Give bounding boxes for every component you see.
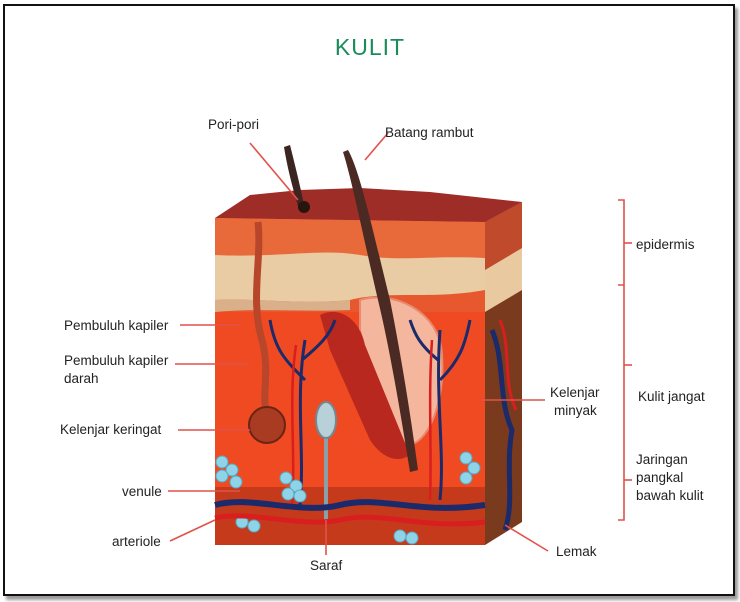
label-kulit-jangat: Kulit jangat — [638, 389, 705, 404]
label-jaringan-line3: bawah kulit — [636, 488, 704, 503]
sweat-duct — [253, 221, 270, 411]
label-saraf: Saraf — [310, 558, 343, 573]
label-pembuluh-kapiler-darah-line2: darah — [64, 371, 99, 386]
label-pembuluh-kapiler-darah-line1: Pembuluh kapiler — [64, 353, 169, 368]
label-kelenjar-minyak-line2: minyak — [554, 403, 597, 418]
pore-opening — [298, 201, 310, 213]
hair-shaft — [343, 150, 418, 472]
arteriole-vessel — [214, 513, 486, 527]
label-lemak: Lemak — [556, 544, 597, 559]
label-pori-pori: Pori-pori — [208, 117, 260, 132]
label-epidermis: epidermis — [636, 237, 695, 252]
sweat-gland-coil — [248, 406, 286, 444]
capillary-tree — [268, 319, 472, 506]
pore-hair — [284, 145, 304, 206]
layer-brackets — [618, 199, 632, 521]
pointer-lines — [168, 132, 549, 555]
label-jaringan-line1: Jaringan — [636, 452, 688, 467]
arrector-muscle — [320, 311, 410, 460]
diagram-title: KULIT — [334, 34, 406, 60]
skin-surface — [215, 188, 522, 224]
label-jaringan-line2: pangkal — [636, 470, 684, 485]
label-kelenjar-minyak-line1: Kelenjar — [550, 385, 600, 400]
side-face — [485, 202, 522, 545]
fat-cells — [215, 451, 481, 545]
label-kelenjar-keringat: Kelenjar keringat — [60, 422, 162, 437]
label-arteriole: arteriole — [112, 534, 161, 549]
venule-vessel — [214, 499, 486, 511]
label-pembuluh-kapiler: Pembuluh kapiler — [64, 318, 169, 333]
label-batang-rambut: Batang rambut — [385, 125, 474, 140]
label-venule: venule — [122, 484, 162, 499]
